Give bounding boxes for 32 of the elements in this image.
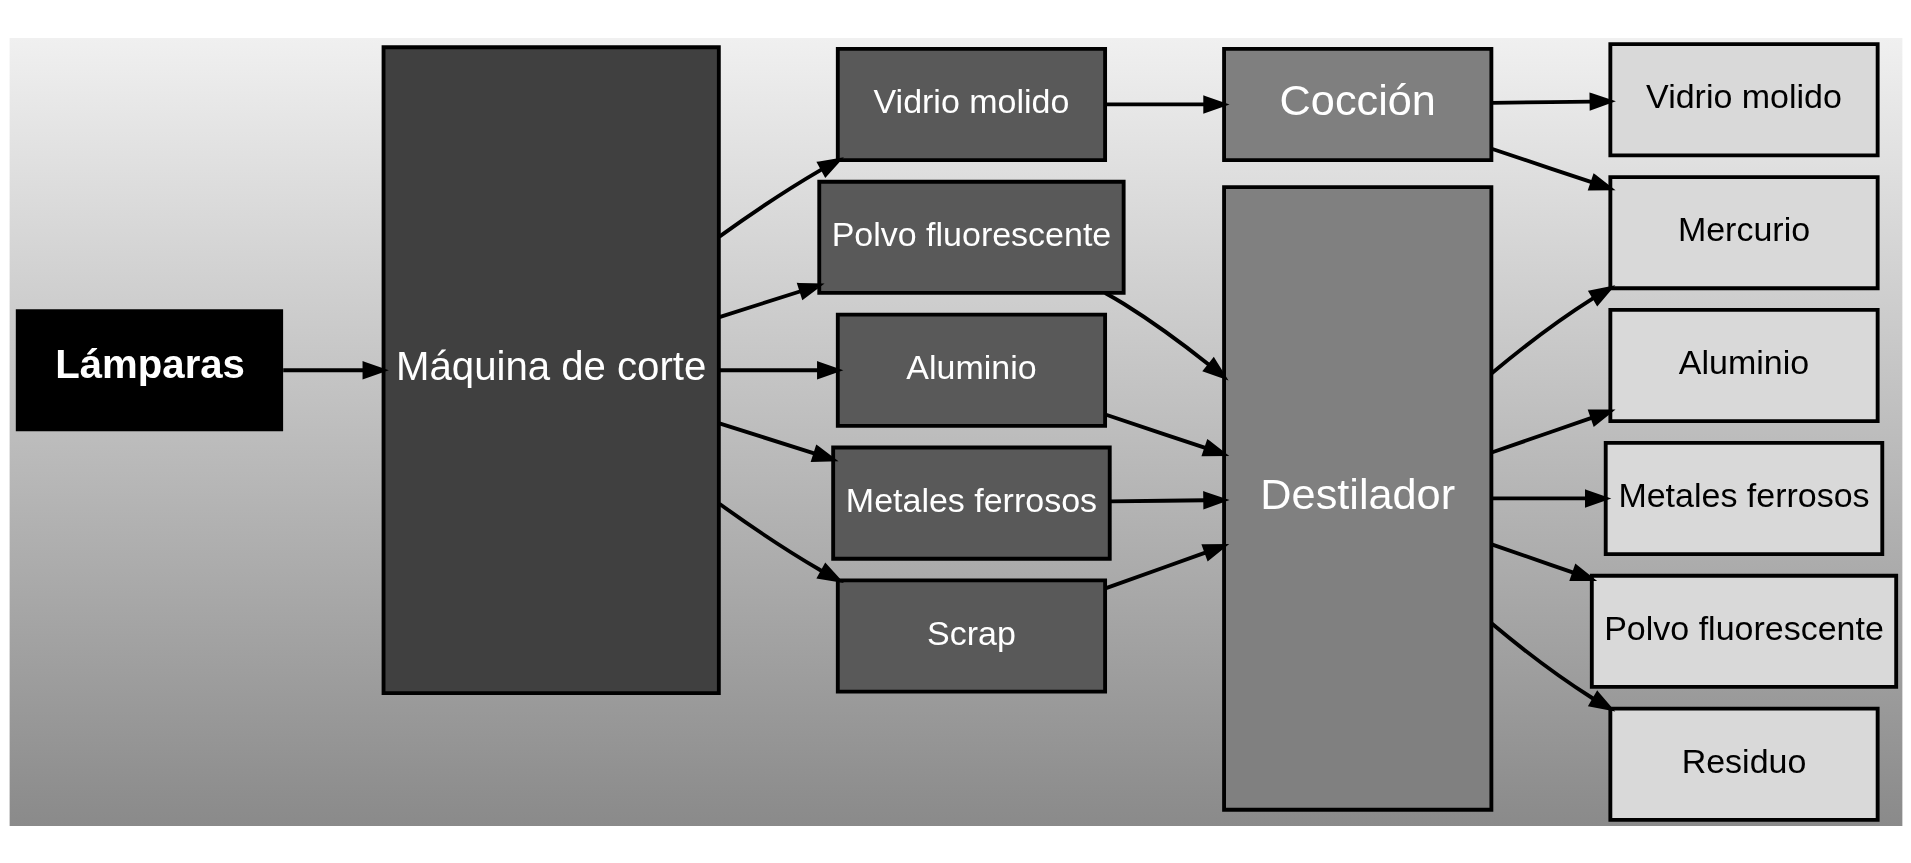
arrow	[1490, 409, 1616, 454]
arrow	[718, 360, 843, 379]
arrow	[718, 282, 825, 319]
arrow	[717, 501, 844, 583]
arrow	[718, 420, 838, 462]
node-box: Vidrio molido	[835, 46, 1107, 162]
arrow	[1490, 542, 1597, 581]
node-box: Cocción	[1221, 46, 1493, 162]
node-box: Aluminio	[835, 312, 1107, 428]
arrow	[282, 360, 389, 379]
arrow	[717, 156, 844, 238]
node-box: Aluminio	[1607, 307, 1880, 423]
arrow	[1490, 146, 1616, 191]
node-box: Residuo	[1607, 706, 1880, 822]
node-box: Polvo fluorescente	[1589, 573, 1898, 689]
arrow	[1104, 543, 1229, 590]
node-box: Máquina de corte	[381, 44, 721, 695]
arrow	[1104, 412, 1229, 456]
arrow	[1491, 91, 1616, 111]
node-box: Vidrio molido	[1607, 41, 1880, 157]
node-box: Destilador	[1221, 184, 1493, 812]
arrow	[1490, 284, 1615, 375]
arrow	[1104, 94, 1230, 114]
arrow	[1109, 490, 1230, 509]
node-box: Mercurio	[1607, 174, 1880, 290]
arrow	[1491, 488, 1611, 508]
node-box: Polvo fluorescente	[816, 179, 1126, 295]
node-box: Metales ferrosos	[830, 445, 1112, 561]
node-box: Scrap	[835, 577, 1107, 693]
node-box: Lámparas	[15, 308, 283, 431]
node-box: Metales ferrosos	[1603, 440, 1884, 556]
arrow	[1490, 621, 1615, 712]
